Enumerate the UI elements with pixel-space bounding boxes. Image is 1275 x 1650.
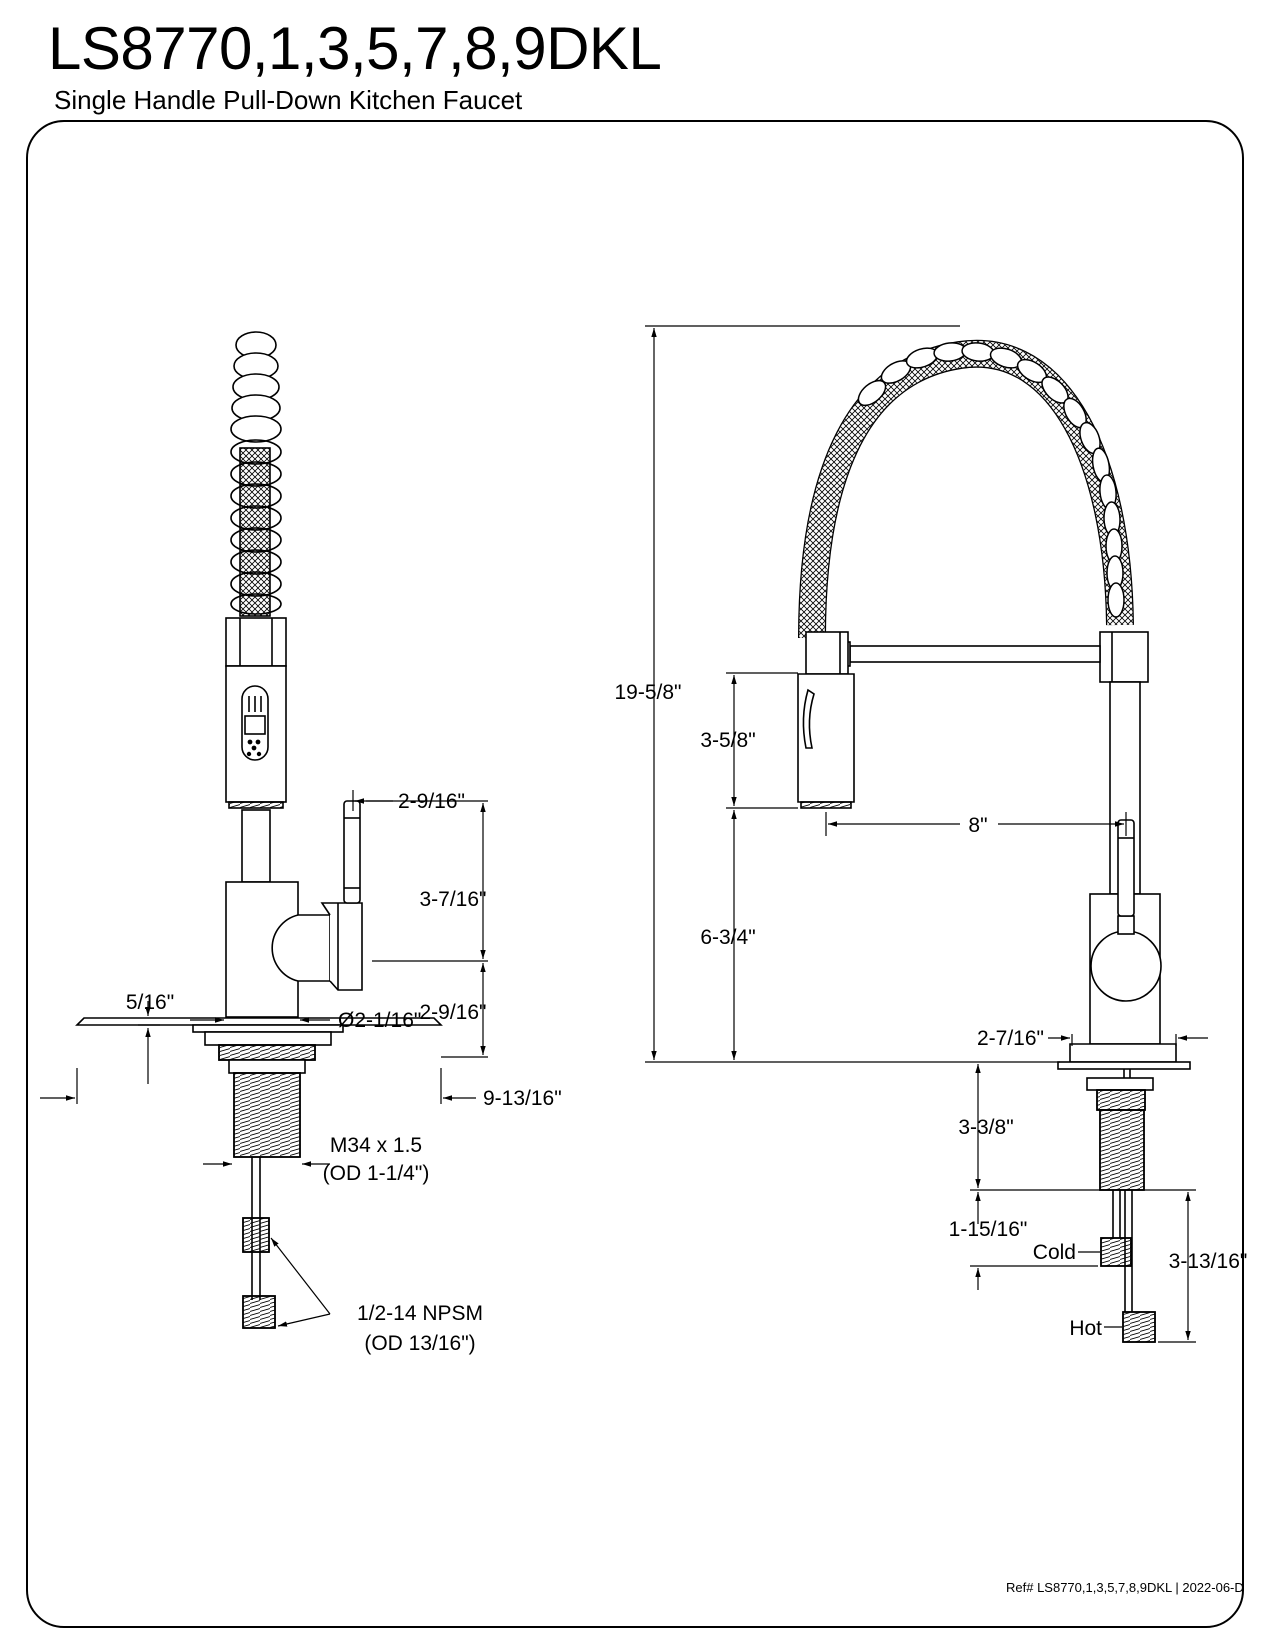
front-right-collar xyxy=(1099,631,1149,683)
drawing-frame xyxy=(26,120,1244,1628)
front-spring-coil xyxy=(857,342,1125,618)
front-hot-fitting xyxy=(1122,1311,1156,1343)
side-handle-lever xyxy=(343,800,361,904)
dim-handle-height: 3-7/16" xyxy=(420,888,487,911)
front-view-labels: 19-5/8" 3-5/8" 8" 6-3/4" 2-7/16" 3-3/8" … xyxy=(615,681,1248,1340)
side-handle-hub xyxy=(271,914,331,982)
side-view-faucet xyxy=(75,331,443,1329)
supply-label-line2: (OD 13/16") xyxy=(364,1332,475,1355)
side-supply-fitting-2 xyxy=(242,1295,276,1329)
dim-spout-height: 6-3/4" xyxy=(700,926,755,949)
front-base-plate xyxy=(1069,1043,1177,1063)
dim-sprayer-length: 3-5/8" xyxy=(700,729,755,752)
front-view-dimensions xyxy=(645,325,1208,1343)
side-threaded-shank xyxy=(233,1072,301,1158)
side-supply-fitting-1 xyxy=(242,1217,270,1253)
front-cold-fitting xyxy=(1100,1237,1132,1267)
reference-number: Ref# LS8770,1,3,5,7,8,9DKL | 2022-06-D xyxy=(1006,1580,1244,1595)
hot-label: Hot xyxy=(1069,1317,1102,1340)
thread-label-line1: M34 x 1.5 xyxy=(330,1134,422,1157)
dim-cold-line: 1-15/16" xyxy=(949,1218,1028,1241)
front-sprayer-holder xyxy=(805,631,849,675)
dim-plate-width: 9-13/16" xyxy=(483,1087,562,1110)
thread-label-line2: (OD 1-1/4") xyxy=(323,1162,430,1185)
dim-handle-base: 2-9/16" xyxy=(420,1001,487,1024)
side-spring-coil xyxy=(230,331,282,617)
dim-spout-reach: 8" xyxy=(968,814,987,837)
side-spout-tube xyxy=(241,809,271,883)
dim-shank-length: 3-3/8" xyxy=(958,1116,1013,1139)
side-view-labels: 2-9/16" 3-7/16" 2-9/16" 5/16" Ø2-1/16" 9… xyxy=(126,790,562,1355)
front-sprayer xyxy=(797,673,855,803)
supply-label-line1: 1/2-14 NPSM xyxy=(357,1302,483,1325)
dim-handle-offset: 2-9/16" xyxy=(398,790,465,813)
front-handle-hub xyxy=(1090,930,1162,1002)
dim-plate-thickness: 5/16" xyxy=(126,991,174,1014)
side-collar xyxy=(225,617,287,667)
front-horizontal-arm xyxy=(849,645,1101,663)
cold-label: Cold xyxy=(1033,1241,1076,1264)
front-threaded-shank xyxy=(1099,1109,1145,1191)
page-subtitle: Single Handle Pull-Down Kitchen Faucet xyxy=(54,85,523,115)
dim-body-diameter: Ø2-1/16" xyxy=(338,1009,421,1032)
dim-hot-line: 3-13/16" xyxy=(1169,1250,1248,1273)
front-view-faucet xyxy=(797,339,1191,1343)
dim-overall-height: 19-5/8" xyxy=(615,681,682,704)
page-title: LS8770,1,3,5,7,8,9DKL xyxy=(48,15,662,82)
dim-base-diameter: 2-7/16" xyxy=(977,1027,1044,1050)
side-view-dimensions xyxy=(40,790,488,1327)
